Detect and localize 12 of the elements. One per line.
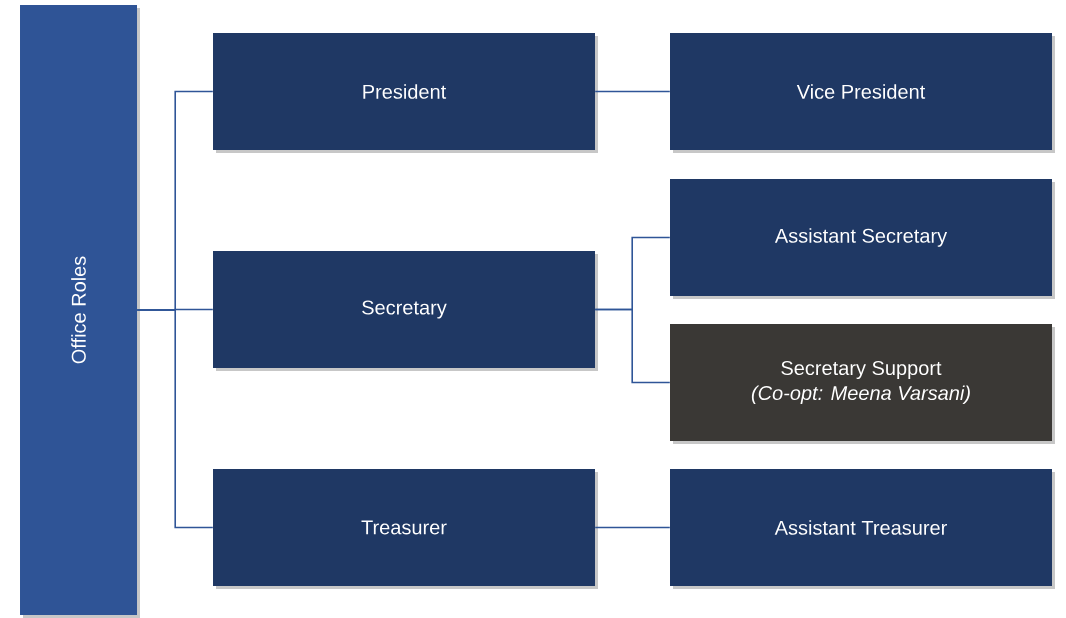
connector-line	[594, 90, 671, 93]
role-box: Treasurer	[213, 469, 598, 589]
role-box: Vice President	[670, 33, 1055, 153]
role-box: Assistant Treasurer	[670, 469, 1055, 589]
role-column: Office Roles	[20, 5, 140, 618]
role-box: Secretary	[213, 251, 598, 371]
connector-line	[594, 308, 671, 384]
support-box: Secretary Support (Co-opt: Meena Varsani)	[670, 324, 1055, 444]
connector-line	[594, 526, 671, 529]
role-box: President	[213, 33, 598, 153]
connector-line	[136, 309, 214, 529]
role-box: Assistant Secretary	[670, 179, 1055, 299]
